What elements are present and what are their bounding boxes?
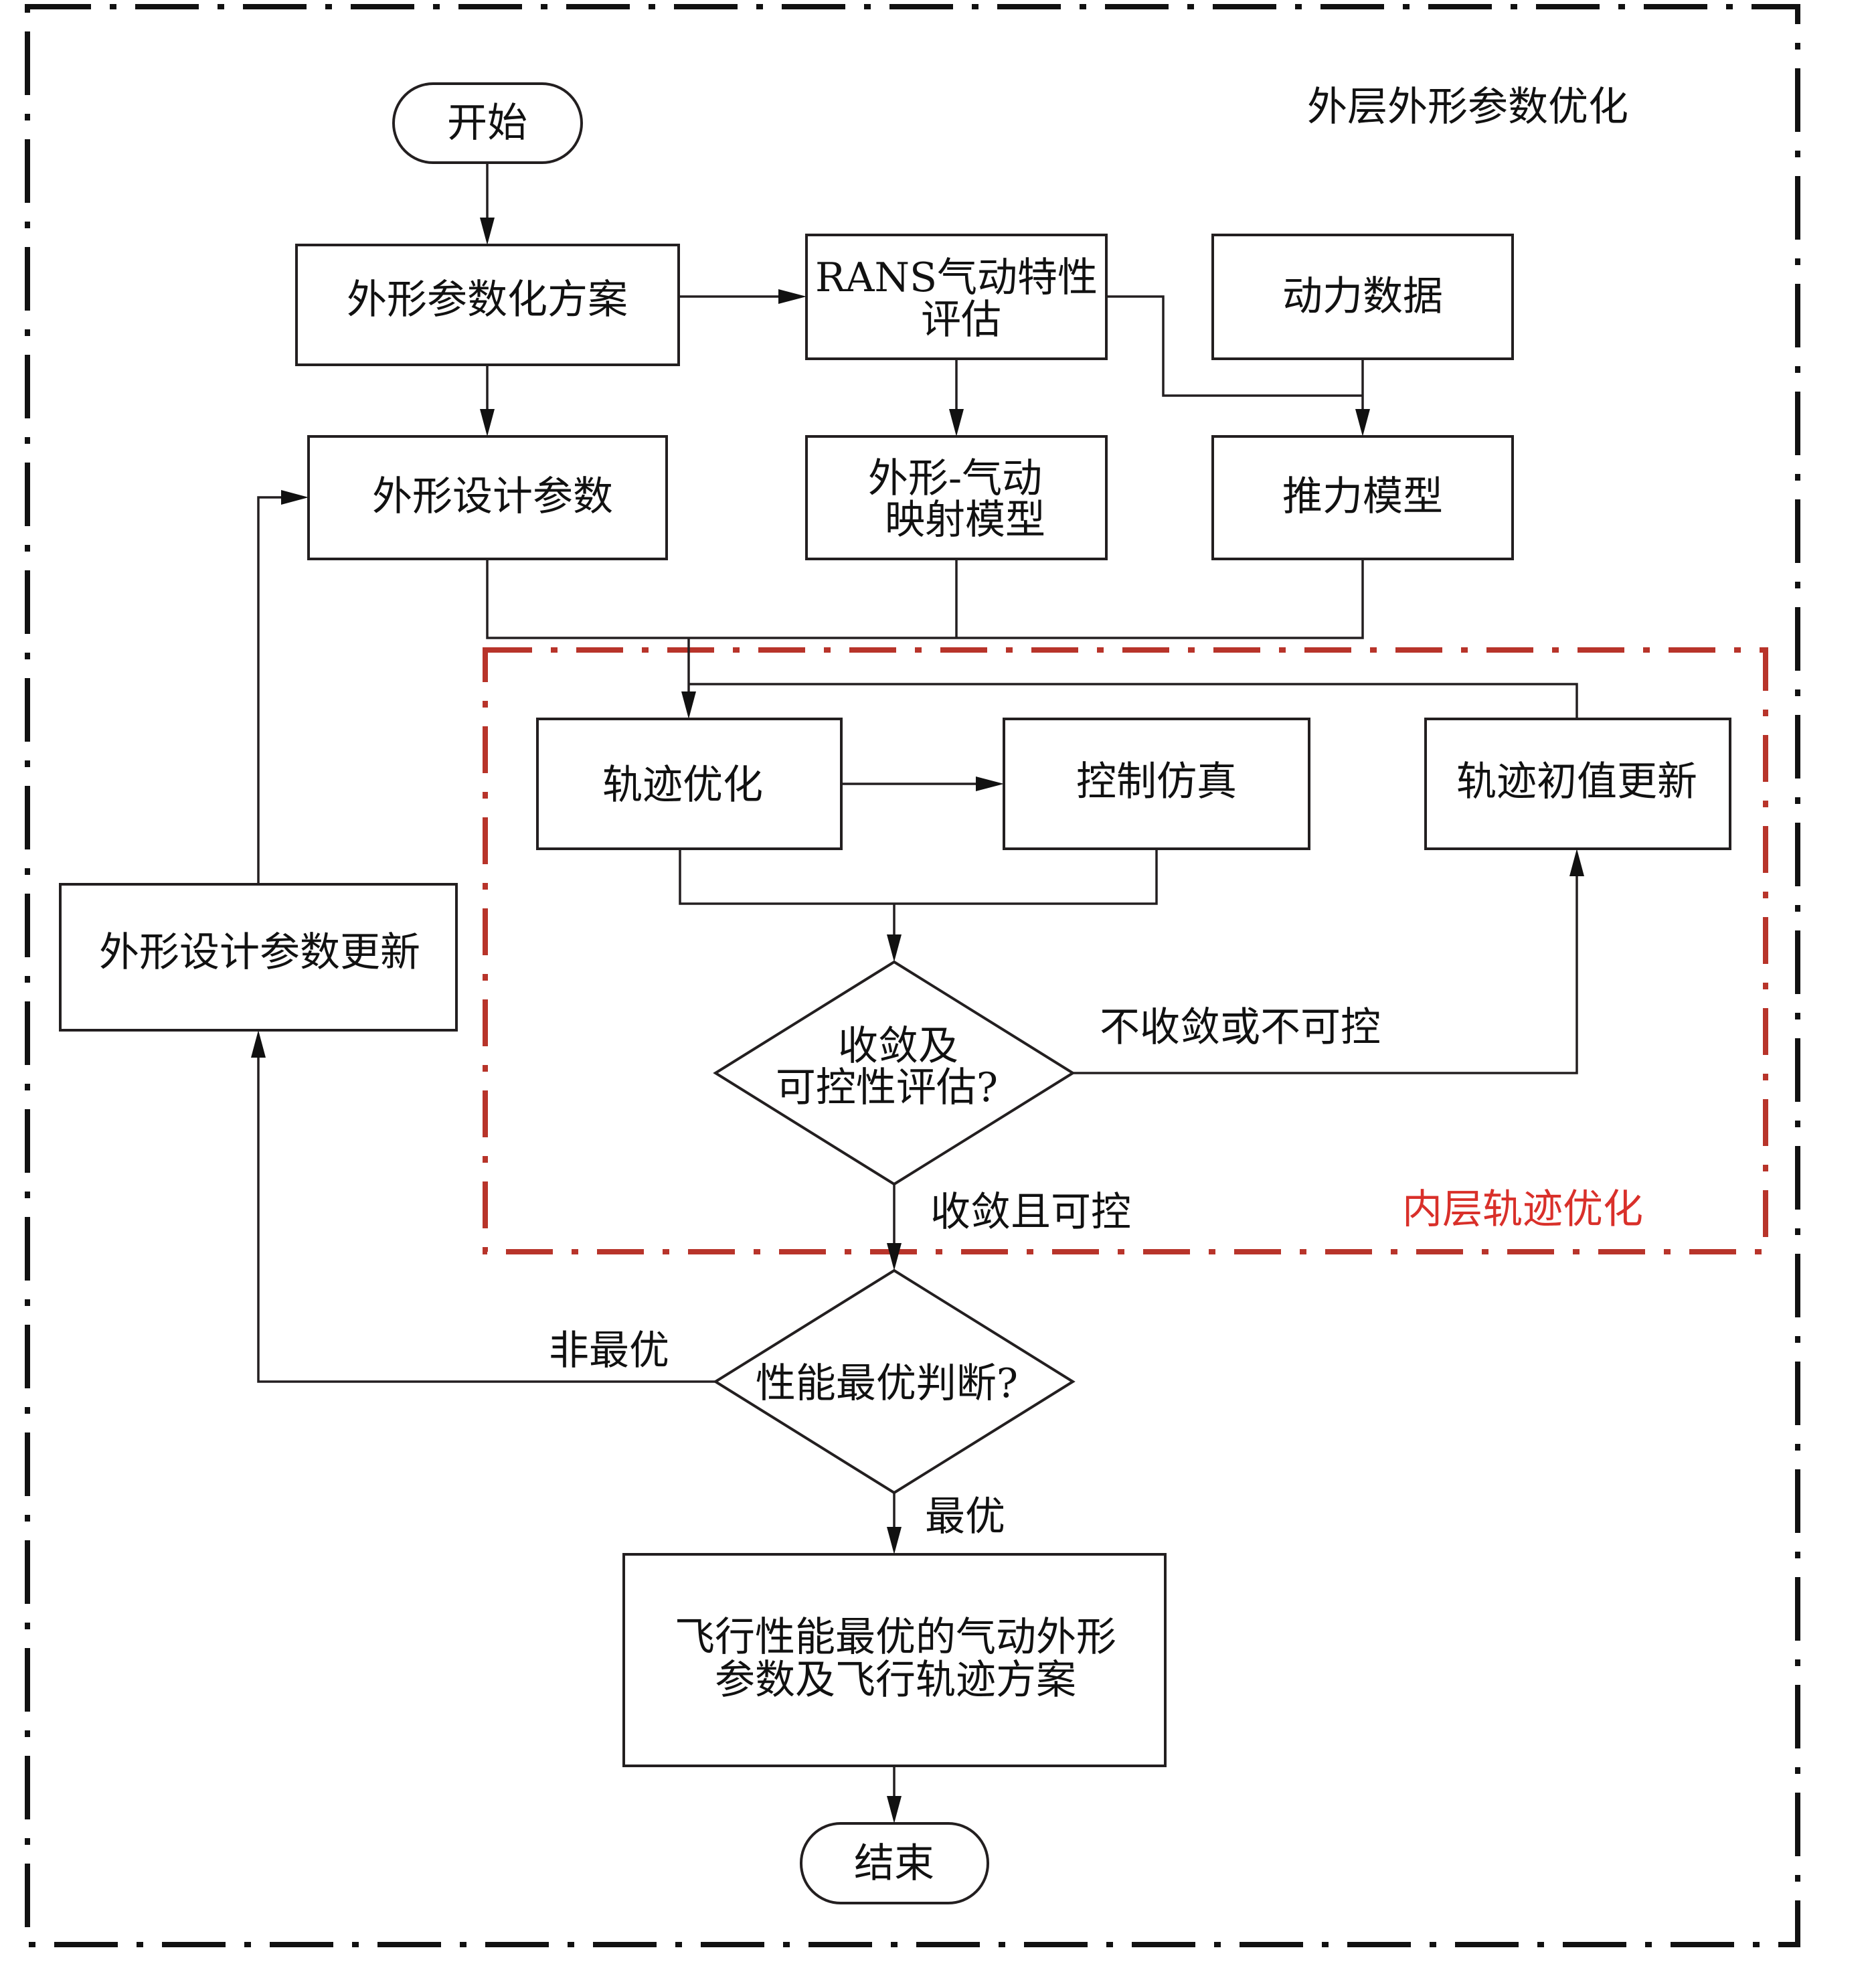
not-converge-label: 不收敛或不可控 — [1100, 1004, 1381, 1051]
edge-merge-to-convergence — [679, 849, 1158, 940]
arrowhead — [887, 1243, 902, 1271]
edge-merge-to-trajectory — [486, 559, 1364, 698]
edge-update-to-design-params — [257, 496, 287, 884]
start-node: 开始 — [392, 82, 583, 164]
arrowhead — [949, 409, 964, 436]
inner-frame-label: 内层轨迹优化 — [1402, 1186, 1643, 1233]
thrust-model-node: 推力模型 — [1211, 435, 1514, 560]
arrowhead — [480, 218, 495, 245]
arrowhead — [480, 409, 495, 436]
arrowhead — [976, 776, 1004, 791]
parameterization-scheme-node: 外形参数化方案 — [295, 244, 680, 366]
trajectory-init-update-node: 轨迹初值更新 — [1424, 718, 1731, 850]
result-label-line2: 参数及飞行轨迹方案 — [715, 1657, 1076, 1704]
trajectory-optimization-node: 轨迹优化 — [536, 718, 843, 850]
design-parameters-label: 外形设计参数 — [372, 473, 613, 520]
edge-not-converge — [1073, 870, 1578, 1074]
parameterization-scheme-label: 外形参数化方案 — [347, 276, 628, 323]
convergence-label-line2: 可控性评估? — [776, 1064, 998, 1111]
edge-rans-to-thrust — [1106, 295, 1363, 397]
edge-not-optimal — [257, 1052, 715, 1383]
end-node: 结束 — [800, 1822, 989, 1904]
outer-optimization-frame — [25, 4, 1800, 1947]
arrowhead — [1569, 849, 1584, 876]
shape-aero-mapping-node: 外形-气动 映射模型 — [805, 435, 1108, 560]
design-parameters-node: 外形设计参数 — [307, 435, 668, 560]
outer-frame-label: 外层外形参数优化 — [1307, 84, 1628, 131]
thrust-model-label: 推力模型 — [1282, 473, 1443, 520]
start-label: 开始 — [447, 100, 527, 147]
rans-label-line1: RANS气动特性 — [815, 254, 1098, 301]
converge-label: 收敛且可控 — [930, 1189, 1131, 1236]
arrowhead — [281, 490, 309, 505]
performance-decision-label: 性能最优判断? — [756, 1360, 1018, 1407]
not-optimal-label: 非最优 — [549, 1327, 669, 1374]
result-label-line1: 飞行性能最优的气动外形 — [675, 1614, 1116, 1661]
trajectory-optimization-label: 轨迹优化 — [602, 762, 763, 809]
arrowhead — [887, 934, 902, 962]
edge-init-update-to-trajectory — [689, 683, 1578, 719]
performance-decision-node: 性能最优判断? — [713, 1268, 1076, 1495]
control-simulation-node: 控制仿真 — [1003, 718, 1310, 850]
arrowhead — [778, 289, 806, 304]
power-data-label: 动力数据 — [1282, 273, 1443, 320]
arrowhead — [887, 1527, 902, 1554]
rans-label-line2: 评估 — [921, 297, 1001, 343]
design-parameter-update-label: 外形设计参数更新 — [99, 929, 420, 976]
design-parameter-update-node: 外形设计参数更新 — [59, 883, 458, 1032]
optimal-label: 最优 — [925, 1493, 1005, 1540]
arrowhead — [887, 1796, 902, 1823]
convergence-decision-node: 收敛及 可控性评估? — [713, 960, 1076, 1186]
mapping-label-line1: 外形-气动 — [868, 455, 1042, 502]
arrowhead — [251, 1030, 266, 1058]
mapping-label-line2: 映射模型 — [885, 497, 1045, 544]
control-simulation-label: 控制仿真 — [1076, 758, 1237, 805]
convergence-label-line1: 收敛及 — [838, 1023, 958, 1070]
result-node: 飞行性能最优的气动外形 参数及飞行轨迹方案 — [622, 1553, 1167, 1767]
power-data-node: 动力数据 — [1211, 234, 1514, 360]
arrowhead — [681, 691, 696, 719]
trajectory-init-update-label: 轨迹初值更新 — [1456, 758, 1697, 805]
arrowhead — [1355, 409, 1370, 436]
inner-optimization-frame — [483, 647, 1768, 1254]
rans-evaluation-node: RANS气动特性 评估 — [805, 234, 1108, 360]
end-label: 结束 — [854, 1840, 934, 1887]
